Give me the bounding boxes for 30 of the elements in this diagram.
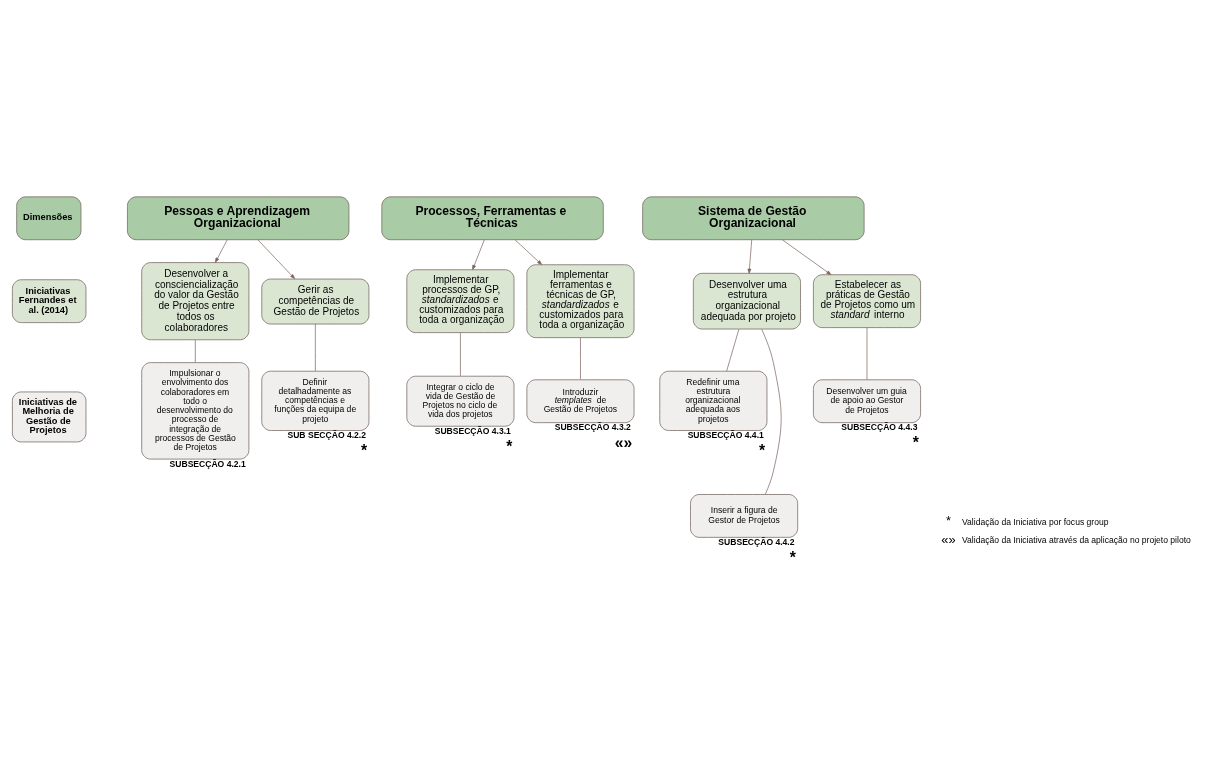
node-label: «»: [614, 434, 633, 452]
connector: [580, 337, 581, 380]
arrow: [782, 239, 832, 275]
connector: [194, 339, 196, 363]
node-label: *: [912, 434, 919, 452]
node-label: *: [789, 548, 796, 566]
node-label: *: [361, 441, 368, 459]
node-label: SUB SECÇÃO 4.2.2: [287, 430, 366, 441]
node-label: *: [506, 437, 513, 455]
legend-label: Validação da Iniciativa através da aplicação no projeto piloto: [962, 535, 1191, 546]
node-label: SUBSECÇÃO 4.4.1: [687, 430, 764, 441]
arrow: [215, 239, 228, 263]
arrow: [747, 239, 753, 274]
label: «»: [941, 532, 956, 548]
connector: [315, 323, 316, 372]
connector: [460, 332, 461, 377]
label: *: [945, 513, 951, 529]
node-label: SUBSECÇÃO 4.2.1: [169, 458, 246, 469]
connector: [866, 327, 868, 380]
arrow: [257, 239, 295, 279]
arrow: [514, 239, 543, 265]
node-label: SUBSECÇÃO 4.3.2: [554, 422, 631, 433]
arrow: [472, 239, 485, 270]
node-label: *: [759, 441, 766, 459]
node-label: SUBSECÇÃO 4.4.3: [841, 422, 918, 433]
connector: [761, 328, 782, 495]
node-label: SUBSECÇÃO 4.3.1: [434, 425, 511, 436]
legend-label: Validação da Iniciativa por focus group: [962, 516, 1109, 527]
connector: [726, 328, 740, 372]
node-label: SUBSECÇÃO 4.4.2: [718, 536, 795, 547]
